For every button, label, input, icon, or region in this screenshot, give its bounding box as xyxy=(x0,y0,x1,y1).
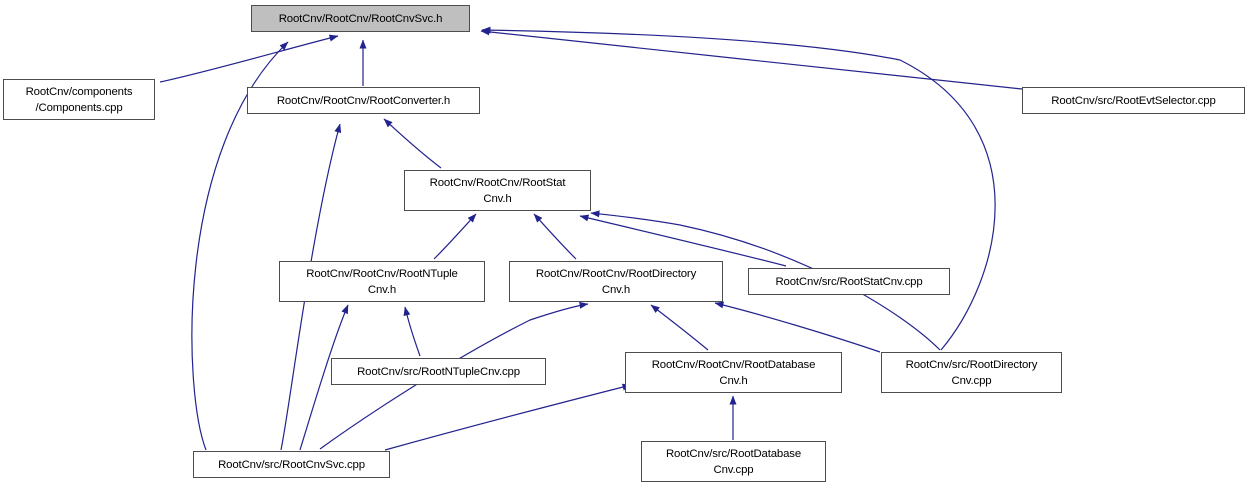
graph-node-label: RootCnv/RootCnv/RootNTuple Cnv.h xyxy=(306,267,458,296)
graph-node-label: RootCnv/RootCnv/RootConverter.h xyxy=(276,94,451,107)
graph-node-rootcnvsvc-h[interactable]: RootCnv/RootCnv/RootCnvSvc.h xyxy=(251,5,470,32)
graph-edge xyxy=(433,213,477,260)
graph-node-rootntuplecnv-h[interactable]: RootCnv/RootCnv/RootNTuple Cnv.h xyxy=(279,261,485,302)
graph-node-rootstatcnv-h[interactable]: RootCnv/RootCnv/RootStat Cnv.h xyxy=(404,170,591,211)
graph-node-label: RootCnv/RootCnv/RootStat Cnv.h xyxy=(429,176,566,205)
graph-node-label: RootCnv/RootCnv/RootCnvSvc.h xyxy=(278,12,443,25)
graph-node-label: RootCnv/RootCnv/RootDatabase Cnv.h xyxy=(651,358,816,387)
graph-edge xyxy=(480,28,1023,90)
graph-node-rootdirectorycnv-cpp[interactable]: RootCnv/src/RootDirectory Cnv.cpp xyxy=(881,352,1062,393)
graph-node-components-cpp[interactable]: RootCnv/components /Components.cpp xyxy=(3,79,155,120)
graph-node-label: RootCnv/src/RootDirectory Cnv.cpp xyxy=(905,358,1038,387)
graph-node-label: RootCnv/src/RootCnvSvc.cpp xyxy=(218,458,365,471)
graph-node-rootntuplecnv-cpp[interactable]: RootCnv/src/RootNTupleCnv.cpp xyxy=(331,358,546,385)
graph-node-label: RootCnv/src/RootStatCnv.cpp xyxy=(775,275,923,288)
graph-node-label: RootCnv/RootCnv/RootDirectory Cnv.h xyxy=(535,267,697,296)
graph-edge xyxy=(533,213,577,260)
graph-node-rootdatabasecnv-cpp[interactable]: RootCnv/src/RootDatabase Cnv.cpp xyxy=(641,441,826,482)
graph-node-rootdirectorycnv-h[interactable]: RootCnv/RootCnv/RootDirectory Cnv.h xyxy=(509,261,723,302)
graph-node-rootconverter-h[interactable]: RootCnv/RootCnv/RootConverter.h xyxy=(247,87,480,114)
graph-edge xyxy=(579,214,787,267)
graph-edge xyxy=(714,301,881,353)
graph-node-label: RootCnv/src/RootEvtSelector.cpp xyxy=(1051,94,1216,107)
graph-node-rootdatabasecnv-h[interactable]: RootCnv/RootCnv/RootDatabase Cnv.h xyxy=(625,352,842,393)
graph-edge xyxy=(650,304,709,351)
graph-node-label: RootCnv/src/RootDatabase Cnv.cpp xyxy=(665,447,802,476)
graph-node-rootevtselector-cpp[interactable]: RootCnv/src/RootEvtSelector.cpp xyxy=(1022,87,1245,114)
graph-edge xyxy=(403,306,421,357)
graph-node-label: RootCnv/src/RootNTupleCnv.cpp xyxy=(357,365,520,378)
graph-edge xyxy=(383,118,442,169)
graph-edge xyxy=(159,34,339,83)
graph-node-rootcnvsvc-cpp[interactable]: RootCnv/src/RootCnvSvc.cpp xyxy=(193,451,390,478)
graph-node-label: RootCnv/components /Components.cpp xyxy=(25,85,133,114)
graph-node-rootstatcnv-cpp[interactable]: RootCnv/src/RootStatCnv.cpp xyxy=(748,268,950,295)
graph-edge xyxy=(384,383,632,451)
